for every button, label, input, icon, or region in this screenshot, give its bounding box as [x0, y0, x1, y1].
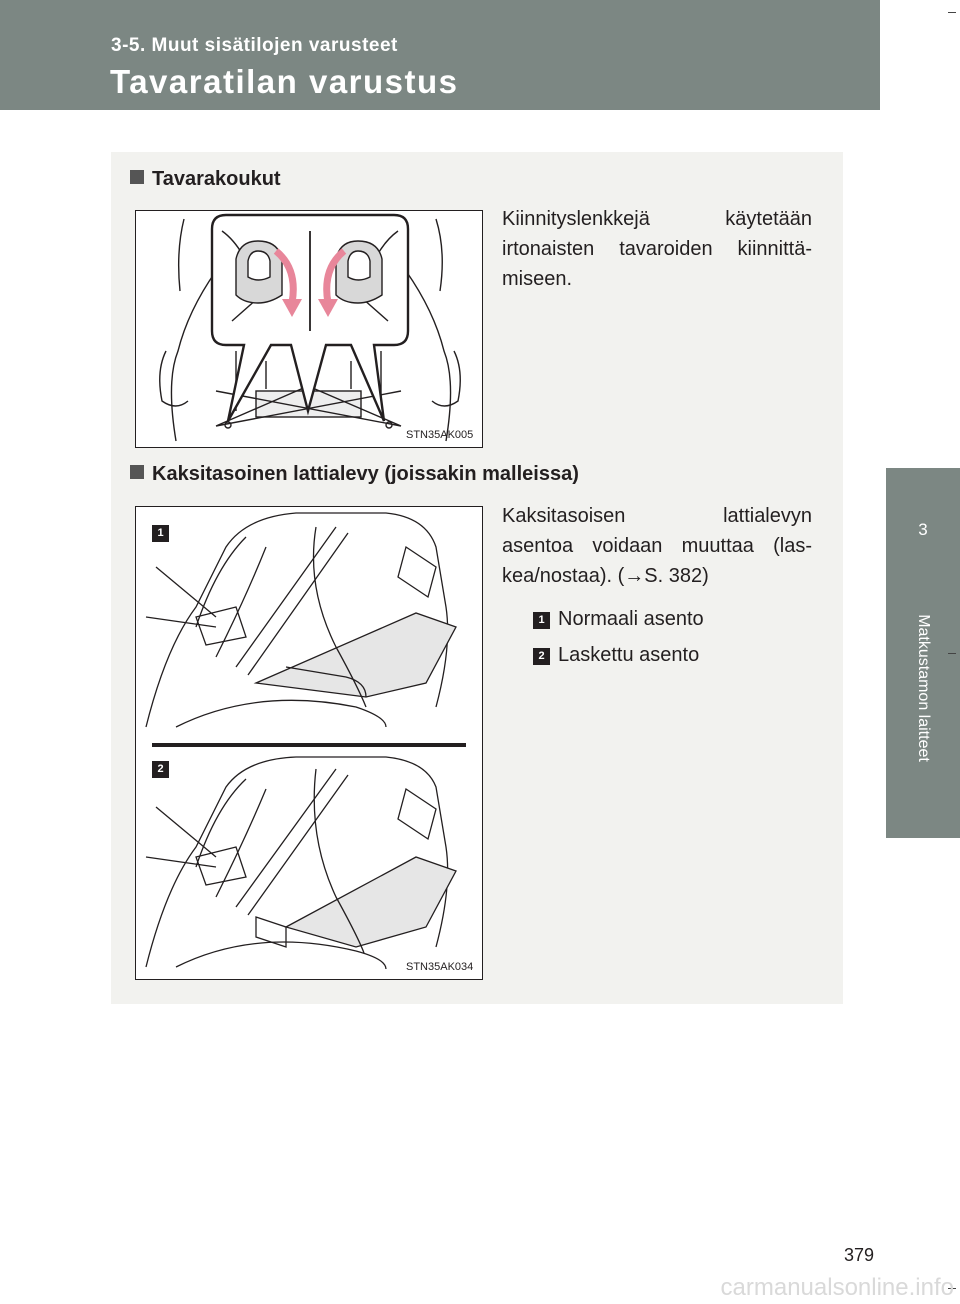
page-header: 3-5. Muut sisätilojen varusteet Tavarati…	[0, 0, 880, 110]
figure-code: STN35AK034	[406, 961, 474, 973]
cargo-hooks-description: Kiinnityslenkkejä käytetään irtonaisten …	[502, 208, 812, 290]
section-label: 3-5. Muut sisätilojen varusteet	[111, 35, 398, 56]
square-bullet-icon	[130, 170, 144, 184]
square-bullet-icon	[130, 465, 144, 479]
floor-board-description: Kaksitasoisen lattialevyn asentoa voidaa…	[502, 505, 812, 587]
position-1-badge: 1	[152, 523, 169, 542]
chapter-title: Matkustamon laitteet	[915, 614, 932, 762]
cargo-hooks-illustration	[159, 213, 461, 442]
page-title: Tavaratilan varustus	[110, 63, 459, 100]
page-number: 379	[844, 1245, 875, 1265]
cargo-hooks-figure: STN35AK005	[135, 210, 483, 448]
trim-mark	[948, 1288, 956, 1289]
floor-board-heading: Kaksitasoinen lattialevy (joissakin mall…	[130, 463, 579, 486]
chapter-number: 3	[918, 520, 928, 539]
watermark: carmanualsonline.info	[720, 1274, 954, 1301]
floor-board-figure: 1 2 STN35AK034	[135, 506, 483, 980]
chapter-tab: 3 Matkustamon laitteet	[886, 468, 960, 838]
trim-mark	[948, 12, 956, 13]
position-2-badge: 2	[152, 759, 169, 778]
trim-mark	[948, 653, 956, 654]
floor-board-illustration	[145, 512, 466, 970]
figure-code: STN35AK005	[406, 429, 474, 441]
cargo-hooks-heading: Tavarakoukut	[130, 168, 281, 191]
